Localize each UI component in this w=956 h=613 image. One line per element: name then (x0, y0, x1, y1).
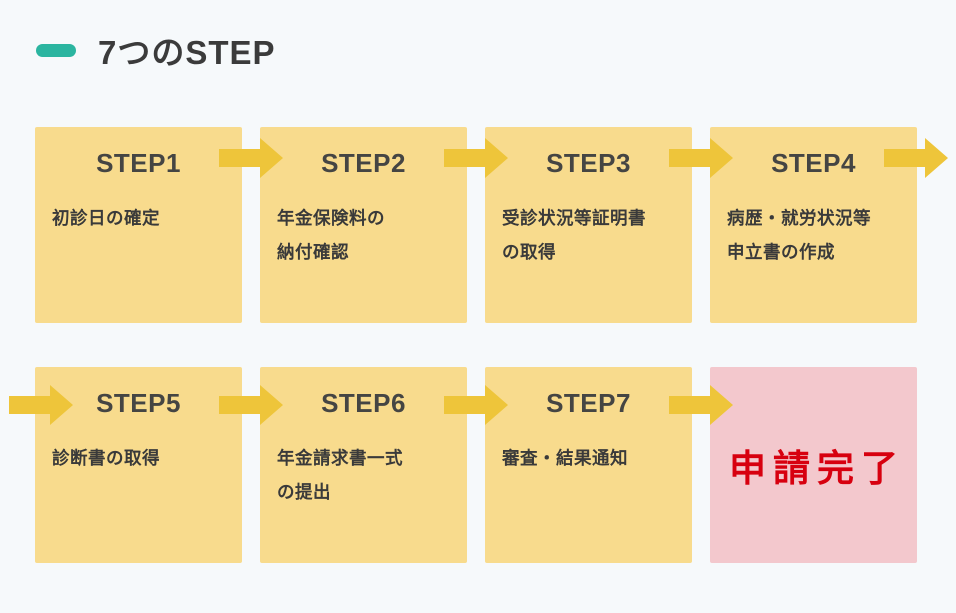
right-arrow-icon (884, 138, 948, 178)
step-description: 病歴・就労状況等 申立書の作成 (727, 201, 900, 269)
step-description-line: 年金請求書一式 (277, 448, 403, 468)
step-grid: STEP1 初診日の確定 STEP2 年金保険料の 納付確認 STEP3 受診状… (35, 127, 917, 563)
teal-dash-icon (36, 43, 76, 57)
step-box-6: STEP6 年金請求書一式 の提出 (260, 367, 467, 563)
final-label: 申請完了 (729, 448, 905, 489)
step-box-4: STEP4 病歴・就労状況等 申立書の作成 (710, 127, 917, 323)
step-description-line: 初診日の確定 (52, 208, 160, 228)
step-label: STEP7 (546, 388, 631, 418)
step-box-2: STEP2 年金保険料の 納付確認 (260, 127, 467, 323)
step-description-line: の提出 (277, 482, 331, 502)
step-description-line: 病歴・就労状況等 (727, 208, 871, 228)
step-box-1: STEP1 初診日の確定 (35, 127, 242, 323)
step-label: STEP4 (771, 148, 856, 178)
section-title-row: 7つのSTEP (36, 26, 276, 74)
step-description-line: 申立書の作成 (727, 242, 835, 262)
final-box: 申請完了 (710, 367, 917, 563)
right-arrow-icon (9, 385, 73, 425)
page-title: 7つのSTEP (98, 34, 276, 71)
step-label: STEP2 (321, 148, 406, 178)
step-label: STEP5 (96, 388, 181, 418)
right-arrow-icon (444, 138, 508, 178)
step-description-line: 受診状況等証明書 (502, 208, 646, 228)
step-description: 年金保険料の 納付確認 (277, 201, 450, 269)
step-box-7: STEP7 審査・結果通知 (485, 367, 692, 563)
step-description-line: の取得 (502, 242, 556, 262)
step-description: 年金請求書一式 の提出 (277, 441, 450, 509)
step-description-line: 年金保険料の (277, 208, 385, 228)
step-label: STEP6 (321, 388, 406, 418)
step-description: 審査・結果通知 (502, 441, 675, 475)
right-arrow-icon (669, 138, 733, 178)
right-arrow-icon (444, 385, 508, 425)
right-arrow-icon (219, 385, 283, 425)
right-arrow-icon (669, 385, 733, 425)
step-box-3: STEP3 受診状況等証明書 の取得 (485, 127, 692, 323)
step-description: 初診日の確定 (52, 201, 225, 235)
step-description-line: 審査・結果通知 (502, 448, 628, 468)
step-label: STEP3 (546, 148, 631, 178)
step-description: 診断書の取得 (52, 441, 225, 475)
step-description: 受診状況等証明書 の取得 (502, 201, 675, 269)
step-box-5: STEP5 診断書の取得 (35, 367, 242, 563)
step-description-line: 診断書の取得 (52, 448, 160, 468)
right-arrow-icon (219, 138, 283, 178)
step-description-line: 納付確認 (277, 242, 349, 262)
step-label: STEP1 (96, 148, 181, 178)
